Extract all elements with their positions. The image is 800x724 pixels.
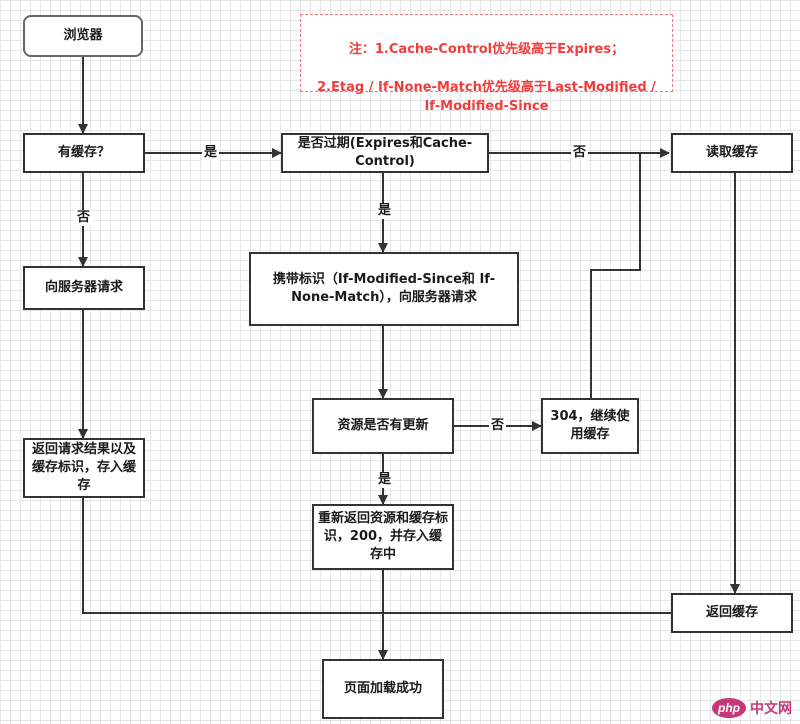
- edge-label-no: 否: [571, 145, 589, 161]
- node-carry-tags-request: 携带标识（If-Modified-Since和 If-None-Match），向…: [249, 252, 519, 326]
- edge-label-no: 否: [489, 418, 507, 434]
- node-page-loaded: 页面加载成功: [322, 659, 444, 719]
- edge-label-yes: 是: [376, 472, 394, 488]
- node-return-cache: 返回缓存: [671, 593, 793, 633]
- priority-note: 注：1.Cache-Control优先级高于Expires； 2.Etag / …: [300, 14, 673, 114]
- node-read-cache: 读取缓存: [671, 133, 793, 173]
- php-logo-icon: php: [712, 698, 746, 718]
- node-expired-check: 是否过期(Expires和Cache-Control): [281, 133, 489, 173]
- node-resource-updated: 资源是否有更新: [312, 398, 454, 454]
- node-browser: 浏览器: [23, 15, 143, 57]
- node-has-cache: 有缓存？: [23, 133, 145, 173]
- watermark: php 中文网: [712, 698, 792, 718]
- node-request-server: 向服务器请求: [23, 266, 145, 310]
- node-304-use-cache: 304，继续使用缓存: [541, 398, 639, 454]
- watermark-text: 中文网: [750, 701, 792, 717]
- edge-label-no: 否: [75, 210, 93, 226]
- note-line-1: 注：1.Cache-Control优先级高于Expires；: [348, 42, 625, 57]
- edge-label-yes: 是: [202, 145, 220, 161]
- note-line-2: 2.Etag / If-None-Match优先级高于Last-Modified…: [317, 80, 656, 114]
- edge-304-to-read-cache: [590, 153, 641, 398]
- node-return-new-resource: 重新返回资源和缓存标识，200，并存入缓存中: [312, 504, 454, 570]
- edge-label-yes: 是: [376, 203, 394, 219]
- node-return-result: 返回请求结果以及缓存标识，存入缓存: [23, 438, 145, 498]
- edge-return-result-to-page: [82, 498, 383, 614]
